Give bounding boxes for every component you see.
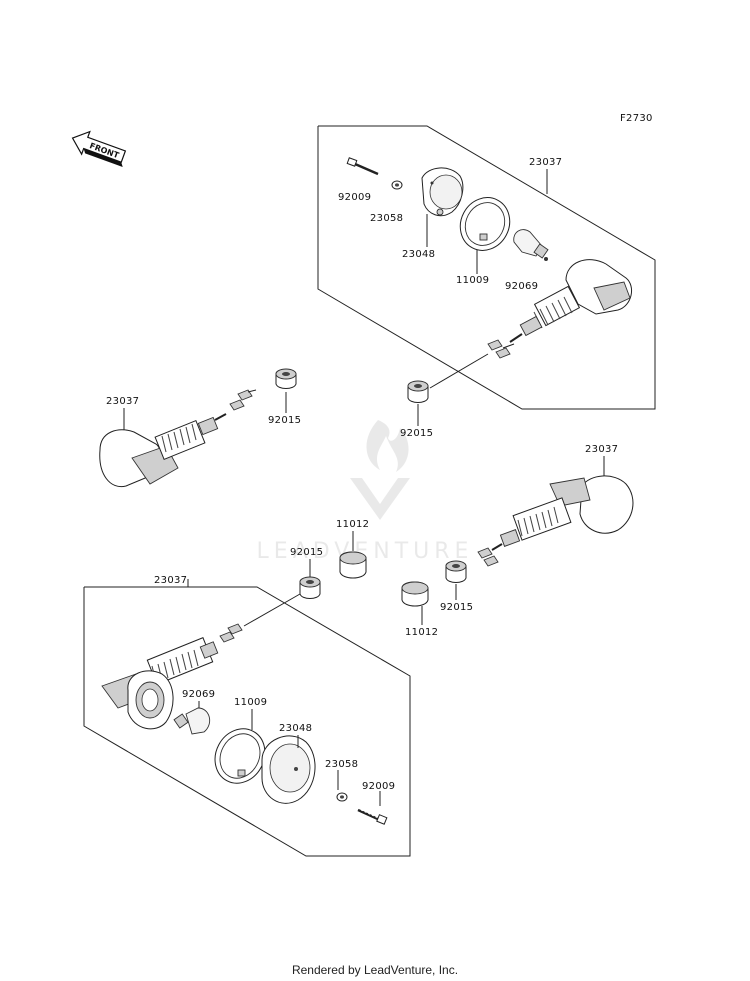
watermark: LEADVENTURE: [257, 420, 468, 564]
mid-bushing: [299, 576, 321, 599]
bottom-nut-label: 23058: [325, 759, 358, 770]
top-bolt-label: 92009: [338, 192, 371, 203]
right-signal: [491, 475, 634, 551]
mid-bushing-label: 92015: [290, 547, 323, 558]
left-signal: [99, 413, 227, 488]
top-nut-label: 23058: [370, 213, 403, 224]
bottom-nut: [336, 792, 348, 802]
top-lens-label: 23048: [402, 249, 435, 260]
bottom-bolt: [357, 808, 388, 825]
footer-credit: Rendered by LeadVenture, Inc.: [291, 963, 459, 977]
mid-spacer: [339, 551, 367, 579]
left-bushing-label: 92015: [268, 415, 301, 426]
front-arrow-icon: FRONT: [71, 130, 127, 167]
top-bolt: [346, 157, 379, 176]
top-bulb: [513, 229, 549, 261]
top-gasket-label: 11009: [456, 275, 489, 286]
left-signal-label: 23037: [106, 396, 139, 407]
bottom-lens: [261, 735, 316, 804]
left-bushing: [275, 368, 297, 389]
top-group-outline: [317, 125, 656, 410]
bottom-bulb-label: 92069: [182, 689, 215, 700]
mid-spacer-label: 11012: [336, 519, 369, 530]
top-connector: [429, 339, 515, 389]
right-spacer: [401, 581, 429, 607]
top-bushing: [407, 380, 429, 403]
top-bushing-label: 92015: [400, 428, 433, 439]
right-spacer-label: 11012: [405, 627, 438, 638]
bottom-lens-label: 23048: [279, 723, 312, 734]
bottom-bulb: [173, 707, 211, 735]
bottom-signal-housing: [101, 637, 219, 730]
top-lens: [421, 167, 464, 217]
bottom-group-label: 23037: [154, 575, 187, 586]
bottom-group-outline: [83, 586, 411, 857]
bottom-connector: [219, 623, 243, 643]
top-signal-housing: [509, 259, 633, 343]
right-bushing-label: 92015: [440, 602, 473, 613]
bottom-bolt-label: 92009: [362, 781, 395, 792]
top-gasket: [459, 197, 511, 251]
bottom-gasket: [214, 728, 266, 784]
bottom-gasket-label: 11009: [234, 697, 267, 708]
top-bulb-label: 92069: [505, 281, 538, 292]
right-signal-label: 23037: [585, 444, 618, 455]
right-bushing: [445, 560, 467, 583]
right-connector: [477, 547, 499, 567]
top-group-label: 23037: [529, 157, 562, 168]
top-nut: [391, 180, 403, 190]
diagram-code: F2730: [620, 113, 653, 124]
left-connector: [229, 389, 257, 411]
